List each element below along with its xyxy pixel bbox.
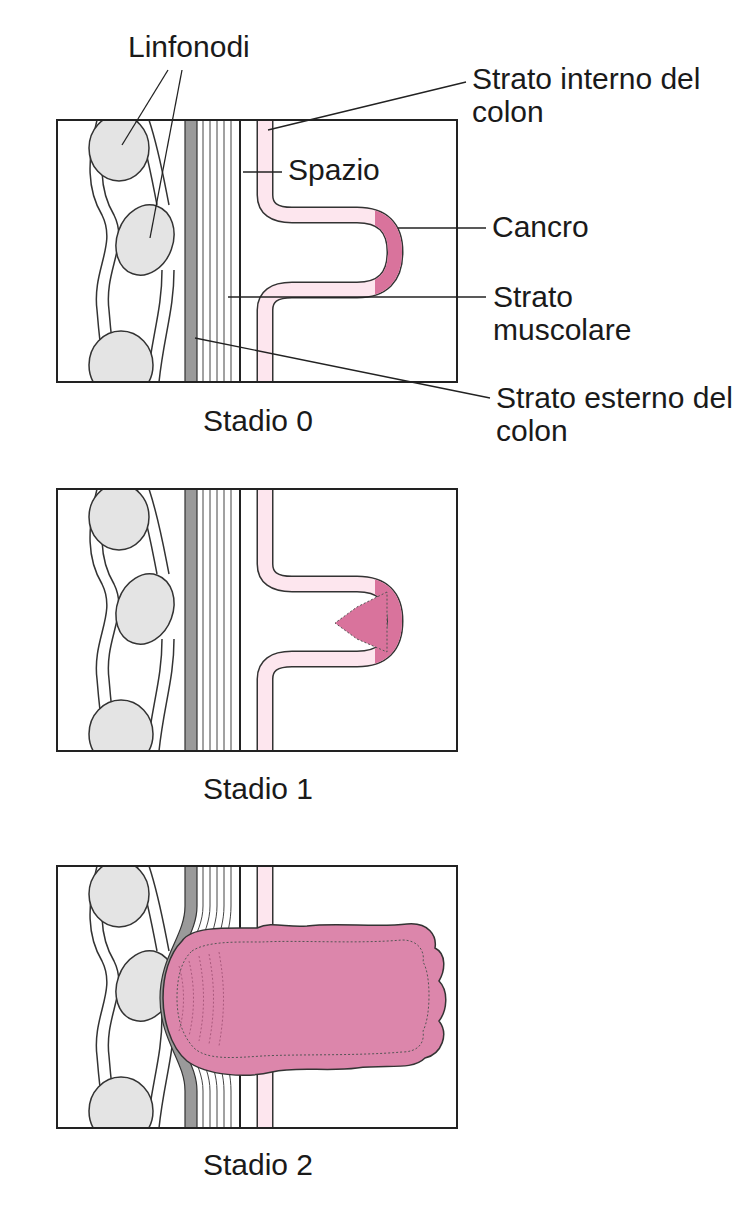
leader-lines [122, 70, 490, 398]
stage-caption: Stadio 2 [158, 1148, 358, 1181]
part-label: Linfonodi [128, 30, 328, 63]
part-label: Cancro [492, 210, 642, 243]
part-label: Strato muscolare [493, 280, 673, 346]
part-label: Strato esterno del colon [496, 381, 736, 447]
stage-caption: Stadio 1 [158, 772, 358, 805]
part-label: Strato interno del colon [472, 62, 707, 128]
part-label: Spazio [288, 153, 418, 186]
stage-caption: Stadio 0 [158, 404, 358, 437]
